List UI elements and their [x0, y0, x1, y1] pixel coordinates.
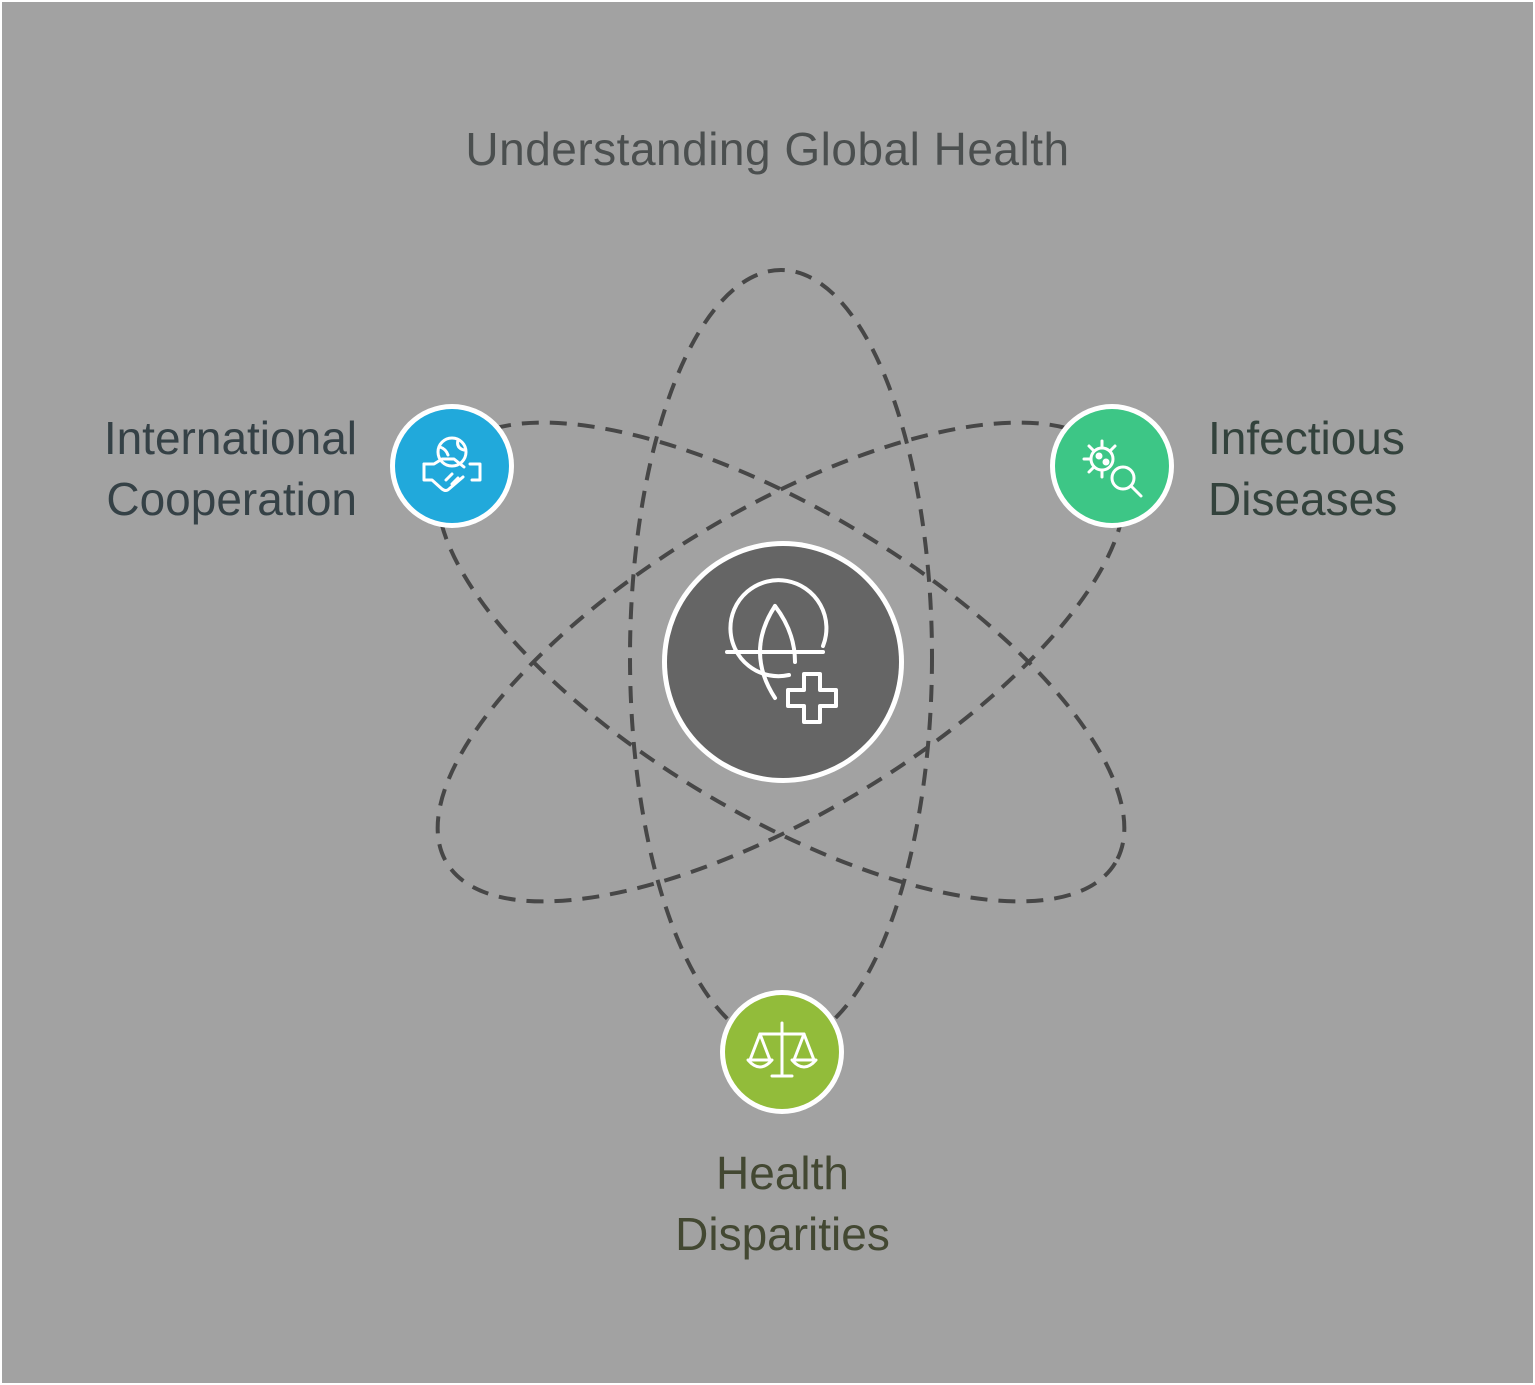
label-line: Health — [716, 1147, 849, 1199]
node-health-disparities — [720, 990, 844, 1114]
label-line: Disparities — [675, 1208, 890, 1260]
node-infectious-diseases — [1050, 404, 1174, 528]
label-line: Cooperation — [106, 473, 357, 525]
virus-search-icon — [1082, 439, 1143, 498]
diagram-title: Understanding Global Health — [465, 123, 1070, 175]
node-international-cooperation — [390, 404, 514, 528]
label-line: Infectious — [1208, 412, 1405, 464]
center-node — [662, 541, 904, 783]
orbit-left-tilt — [435, 420, 1127, 904]
orbit-vertical — [628, 268, 934, 1046]
handshake-globe-icon — [422, 436, 482, 492]
label-infectious-diseases: Infectious Diseases — [1208, 408, 1405, 530]
label-line: Diseases — [1208, 473, 1398, 525]
balance-scale-icon — [746, 1021, 818, 1078]
label-international-cooperation: International Cooperation — [104, 408, 357, 530]
label-health-disparities: Health Disparities — [0, 1143, 1535, 1265]
label-line: International — [103, 412, 357, 464]
globe-medical-icon — [725, 578, 838, 724]
